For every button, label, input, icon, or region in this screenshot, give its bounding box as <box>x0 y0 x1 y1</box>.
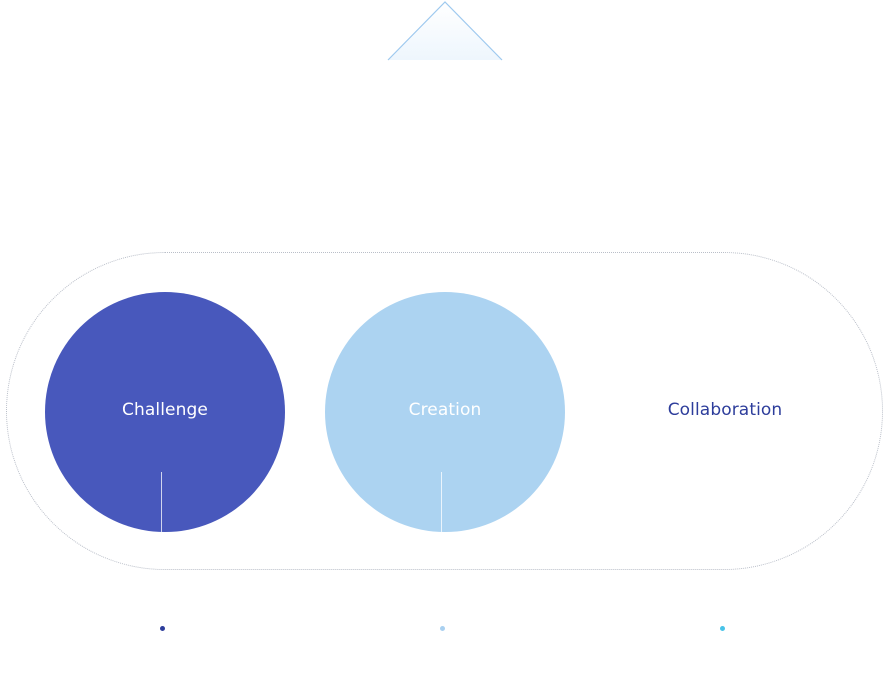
challenge-dot <box>160 626 165 631</box>
dotted-pill-outline <box>6 252 883 570</box>
collaboration-label: Collaboration <box>667 400 783 420</box>
collaboration-circle: Collaboration <box>605 292 845 532</box>
creation-label: Creation <box>408 400 482 420</box>
collaboration-dot <box>720 626 725 631</box>
challenge-circle: Challenge <box>45 292 285 532</box>
creation-dot <box>440 626 445 631</box>
triangle-icon <box>387 1 503 61</box>
creation-connector-line <box>441 472 442 532</box>
creation-circle: Creation <box>325 292 565 532</box>
challenge-connector-line <box>161 472 162 532</box>
challenge-label: Challenge <box>122 400 208 420</box>
